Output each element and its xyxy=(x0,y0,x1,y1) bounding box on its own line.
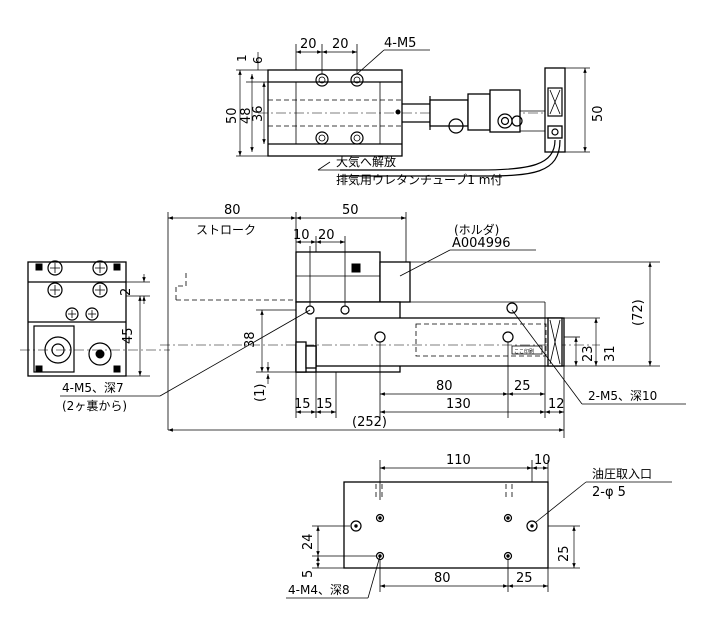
bottom-view: 110 10 油圧取入口 2-φ 5 24 5 25 80 25 4-M4、深8 xyxy=(286,453,672,599)
dim-50-right: 50 xyxy=(591,105,606,122)
dim-50-left: 50 xyxy=(225,107,240,124)
oil-port-size: 2-φ 5 xyxy=(592,485,626,500)
callout-4-m4-depth8: 4-M4、深8 xyxy=(288,583,350,597)
bottom-hole xyxy=(375,513,385,523)
dim-1-paren: (1) xyxy=(253,384,268,402)
dim-12: 12 xyxy=(548,397,565,412)
callout-2-from-back: (2ヶ裏から) xyxy=(62,398,127,413)
top-view: 20 20 4-M5 1 6 50 48 36 50 大気へ解放 排気用ウレタン… xyxy=(225,36,606,187)
dim-1: 1 xyxy=(235,54,249,62)
dim-48: 48 xyxy=(239,107,254,124)
dim-15b: 15 xyxy=(316,397,333,412)
front-view: ここ印刷 80 ストローク 50 10 20 (ホルダ) A004996 xyxy=(60,203,686,438)
note-exhaust-tube: 排気用ウレタンチューブ1 m付 xyxy=(336,172,502,187)
dim-5: 5 xyxy=(301,570,316,578)
dim-25-right: 25 xyxy=(557,545,572,562)
oil-port xyxy=(350,520,362,532)
holder-label: (ホルダ) xyxy=(454,222,499,237)
end-bolt-head xyxy=(65,307,79,321)
dim-25-bottom: 25 xyxy=(516,571,533,586)
dim-pitch-2: 20 xyxy=(332,37,349,52)
dim-110: 110 xyxy=(446,453,471,468)
oil-port-label: 油圧取入口 xyxy=(592,467,652,481)
dim-45: 45 xyxy=(121,327,136,344)
dim-50: 50 xyxy=(342,203,359,218)
dim-80: 80 xyxy=(436,379,453,394)
dim-23: 23 xyxy=(581,345,596,362)
dim-36: 36 xyxy=(251,105,266,122)
dim-72: (72) xyxy=(631,299,646,326)
oil-port xyxy=(526,520,538,532)
dim-24: 24 xyxy=(301,533,316,550)
dim-stroke-80: 80 xyxy=(224,203,241,218)
end-view: 2 45 xyxy=(20,260,170,377)
top-bolt-hole xyxy=(315,131,329,145)
top-bolt-hole xyxy=(350,131,364,145)
callout-2-m5-depth10: 2-M5、深10 xyxy=(588,389,657,403)
dim-15a: 15 xyxy=(294,397,311,412)
dim-20: 20 xyxy=(318,228,335,243)
bottom-hole xyxy=(503,513,513,523)
dim-25: 25 xyxy=(514,379,531,394)
dim-pitch-1: 20 xyxy=(300,37,317,52)
svg-text:ここ印刷: ここ印刷 xyxy=(514,348,534,355)
callout-4-m5-depth7: 4-M5、深7 xyxy=(62,381,124,395)
end-bolt-head xyxy=(47,260,63,276)
end-bolt-head xyxy=(47,282,63,298)
dim-31: 31 xyxy=(603,345,618,362)
thread-callout-4-m5: 4-M5 xyxy=(384,36,416,51)
dim-130: 130 xyxy=(446,397,471,412)
bottom-hole xyxy=(503,551,513,561)
holder-part-number: A004996 xyxy=(452,236,511,251)
note-exhaust-to-air: 大気へ解放 xyxy=(336,154,396,169)
dim-10-bottom: 10 xyxy=(534,453,551,468)
stroke-label: ストローク xyxy=(196,223,256,237)
dim-80-bottom: 80 xyxy=(434,571,451,586)
end-bolt-head xyxy=(92,282,108,298)
dim-38: 38 xyxy=(243,331,258,348)
dim-10: 10 xyxy=(293,228,310,243)
end-bolt-head xyxy=(85,307,99,321)
end-bolt-head xyxy=(92,260,108,276)
dim-6: 6 xyxy=(251,56,265,64)
dim-2: 2 xyxy=(119,288,134,296)
dim-252: (252) xyxy=(352,415,387,430)
